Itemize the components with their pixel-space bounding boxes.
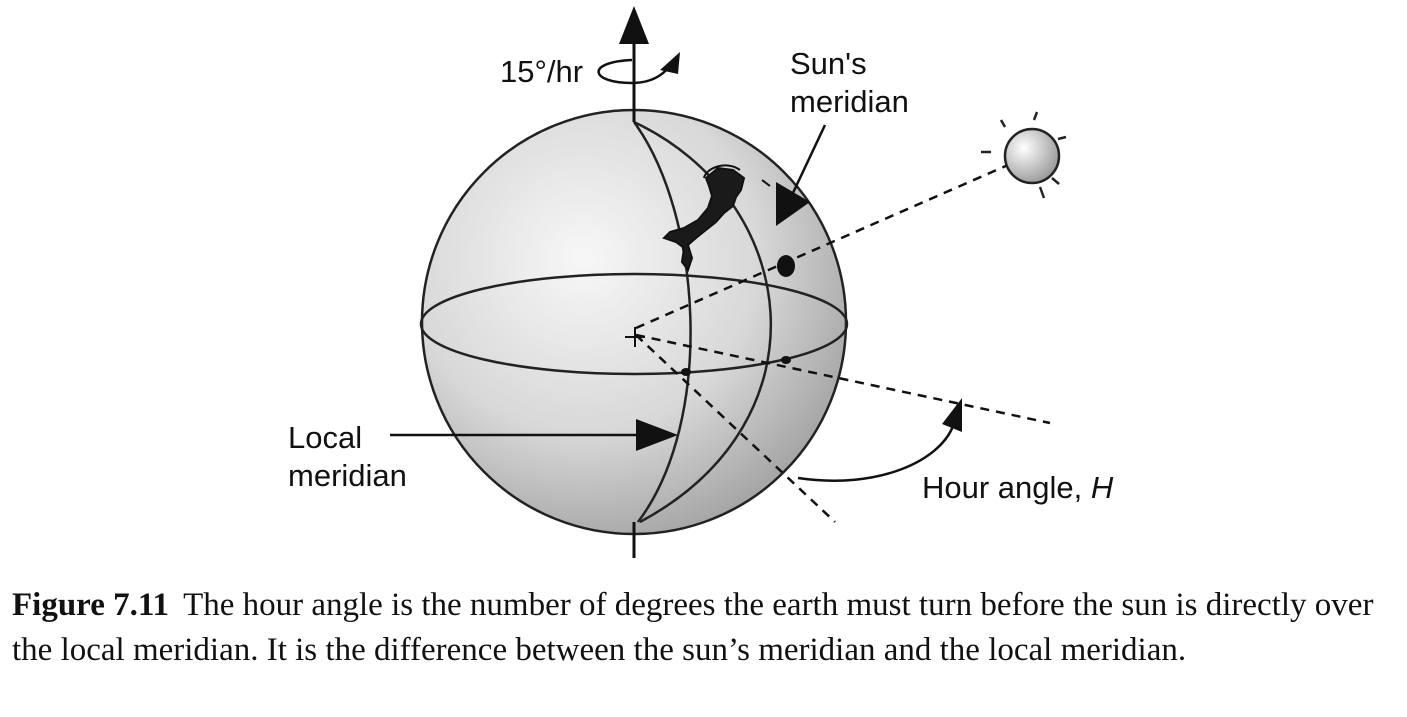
sun-meridian-projection-dashed-line [635,333,1051,425]
rotation-rate-label: 15°/hr [500,54,583,89]
sun-meridian-equator-point [781,356,791,364]
equator [419,272,849,376]
rotation-arrow-icon [597,52,680,85]
local-meridian-label-line2: meridian [288,458,407,493]
hour-angle-arc-arrow [797,398,962,482]
sun-direction-dashed-line [635,156,1025,330]
local-meridian-equator-point [681,368,691,376]
hour-angle-diagram: 15°/hr Sun's meridian Local meridian Hou… [288,6,1114,558]
figure-number: Figure 7.11 [12,587,170,623]
subsolar-point [777,255,795,277]
caption-text: The hour angle is the number of degrees … [12,587,1374,668]
sun-meridian-line [633,120,773,524]
hour-angle-label-text: Hour angle, [922,470,1091,505]
sun-meridian-label-line2: meridian [790,84,909,119]
continent-silhouette-icon [662,166,746,273]
local-meridian-label-line1: Local [288,420,362,455]
local-meridian-line [632,121,692,523]
sun-meridian-pointer-arrow [776,124,827,226]
sun-icon [981,111,1067,199]
sun-meridian-label-line1: Sun's [790,46,867,81]
hour-angle-symbol: H [1091,470,1114,505]
earth-axis [619,6,649,558]
hour-angle-label: Hour angle, H [922,470,1114,505]
local-meridian-pointer-arrow [390,419,678,451]
earth-globe [420,108,848,536]
local-meridian-projection-dashed-line [635,334,836,523]
